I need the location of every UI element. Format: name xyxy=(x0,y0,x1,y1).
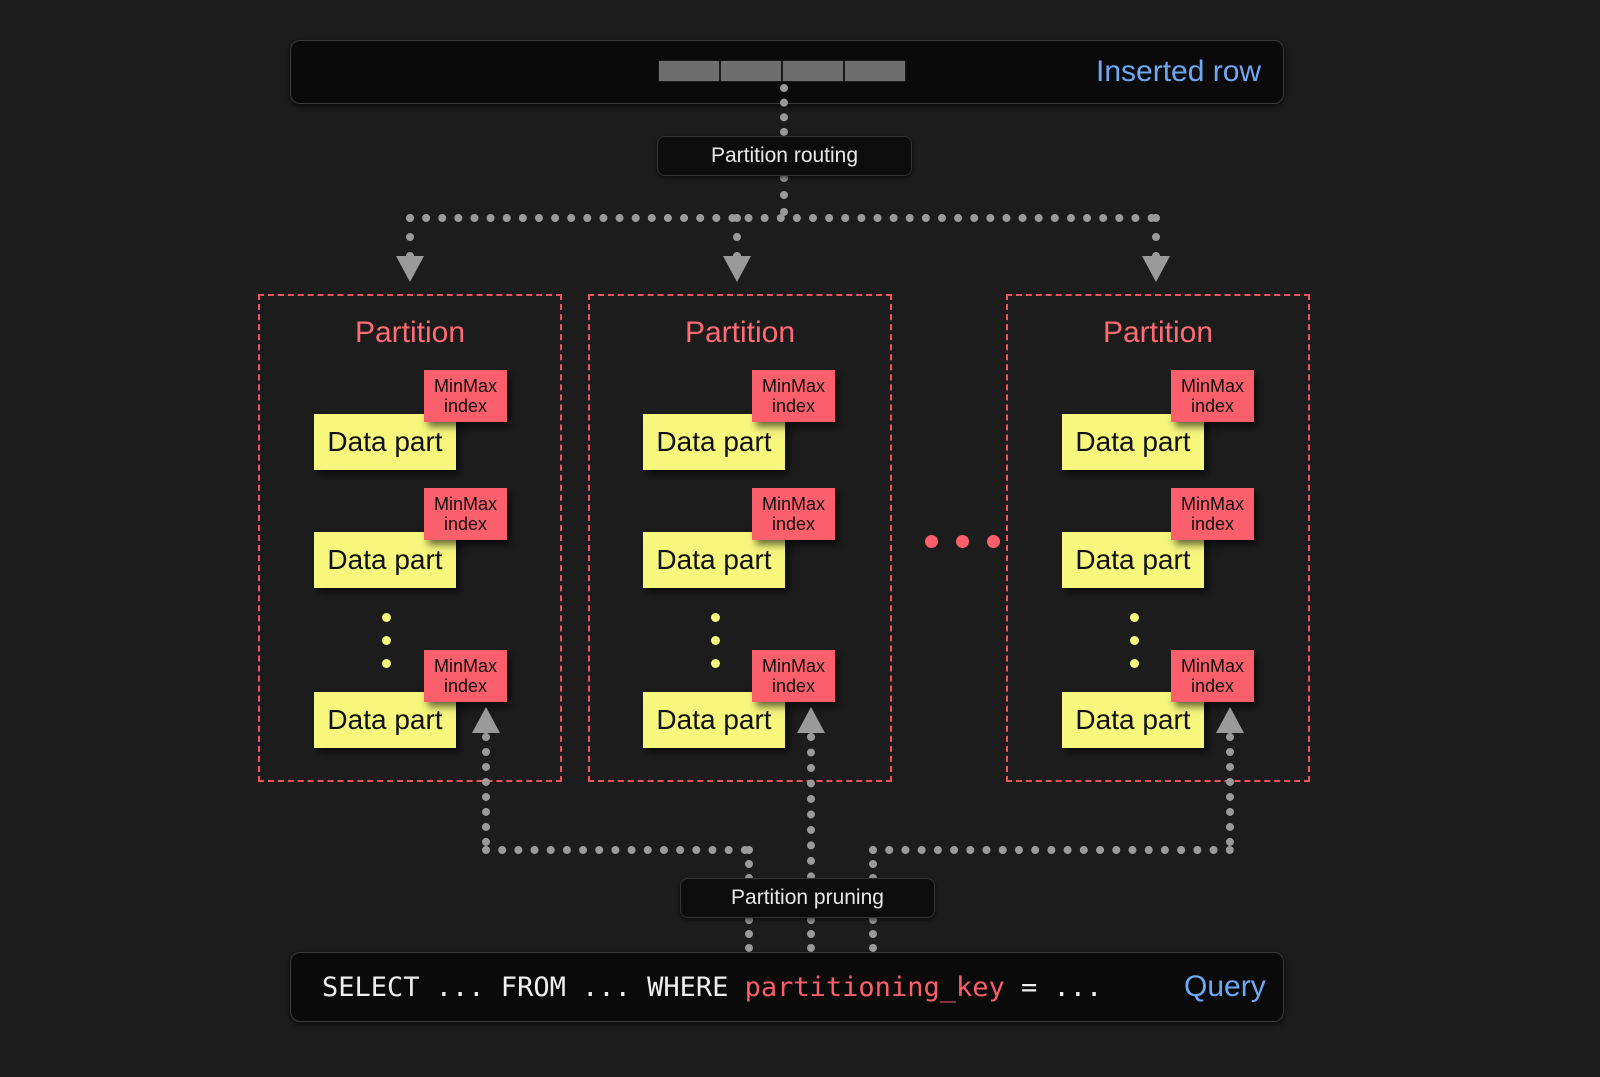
connector-bus-to-partition-2 xyxy=(733,214,741,260)
minmax-line-2: index xyxy=(1190,676,1234,696)
query-prefix: SELECT ... FROM ... WHERE xyxy=(322,972,745,1003)
partition-box-1[interactable]: Partition xyxy=(258,294,562,782)
ellipsis-dot xyxy=(925,535,938,548)
connector-prune-3-to-query xyxy=(869,916,877,952)
minmax-line-1: MinMax xyxy=(1180,375,1244,396)
inserted-row-cells xyxy=(658,60,906,82)
row-cell xyxy=(720,60,782,82)
query-label: Query xyxy=(1184,970,1266,1003)
data-part-3-2[interactable]: Data part xyxy=(1062,532,1204,588)
partition-title: Partition xyxy=(1102,316,1214,349)
minmax-line-1: MinMax xyxy=(433,493,497,514)
connector-prune-1-to-query xyxy=(745,916,753,952)
minmax-index-1-2: MinMax index xyxy=(424,488,507,540)
minmax-index-1-1: MinMax index xyxy=(424,370,507,422)
data-part-1-1[interactable]: Data part xyxy=(314,414,456,470)
query-sql-text: SELECT ... FROM ... WHERE partitioning_k… xyxy=(322,972,1102,1003)
minmax-line-2: index xyxy=(771,676,815,696)
minmax-line-1: MinMax xyxy=(761,375,825,396)
arrow-prune-to-partition-1 xyxy=(472,707,500,733)
data-part-3-1[interactable]: Data part xyxy=(1062,414,1204,470)
connector-prune-3-drop xyxy=(869,846,877,896)
partition-title: Partition xyxy=(684,316,796,349)
minmax-index-2-3: MinMax index xyxy=(752,650,835,702)
partition-title: Partition xyxy=(354,316,466,349)
connector-prune-1-horizontal xyxy=(482,846,749,854)
arrow-into-partition-1 xyxy=(396,256,424,282)
minmax-index-2-1: MinMax index xyxy=(752,370,835,422)
minmax-index-2-2: MinMax index xyxy=(752,488,835,540)
connector-prune-3-vertical xyxy=(1226,733,1234,846)
ellipsis-dot xyxy=(956,535,969,548)
row-cell xyxy=(782,60,844,82)
data-part-ellipsis-1 xyxy=(382,613,391,682)
connector-bus-to-partition-3 xyxy=(1152,214,1160,260)
connector-prune-3-horizontal xyxy=(869,846,1234,854)
minmax-line-1: MinMax xyxy=(433,655,497,676)
row-cell xyxy=(658,60,720,82)
minmax-line-2: index xyxy=(771,514,815,534)
ellipsis-dot xyxy=(1130,636,1139,645)
minmax-line-1: MinMax xyxy=(433,375,497,396)
minmax-line-2: index xyxy=(443,514,487,534)
ellipsis-dot xyxy=(382,659,391,668)
arrow-prune-to-partition-2 xyxy=(797,707,825,733)
minmax-line-1: MinMax xyxy=(1180,655,1244,676)
minmax-line-1: MinMax xyxy=(1180,493,1244,514)
connector-prune-1-drop xyxy=(745,846,753,896)
connector-bus-to-partition-1 xyxy=(406,214,414,260)
partition-pruning-box[interactable]: Partition pruning xyxy=(680,878,935,918)
ellipsis-dot xyxy=(711,659,720,668)
data-part-3-3[interactable]: Data part xyxy=(1062,692,1204,748)
inserted-row-label: Inserted row xyxy=(1096,55,1262,88)
row-cell xyxy=(844,60,906,82)
query-partitioning-key: partitioning_key xyxy=(744,972,1005,1003)
minmax-line-2: index xyxy=(771,396,815,416)
connector-prune-2-to-query xyxy=(807,916,815,952)
minmax-line-2: index xyxy=(1190,396,1234,416)
data-part-ellipsis-3 xyxy=(1130,613,1139,682)
ellipsis-dot xyxy=(987,535,1000,548)
minmax-line-2: index xyxy=(443,396,487,416)
arrow-into-partition-3 xyxy=(1142,256,1170,282)
data-part-2-1[interactable]: Data part xyxy=(643,414,785,470)
arrow-prune-to-partition-3 xyxy=(1216,707,1244,733)
ellipsis-dot xyxy=(1130,659,1139,668)
query-bar xyxy=(290,952,1284,1022)
connector-prune-2-vertical xyxy=(807,733,815,896)
partition-routing-box[interactable]: Partition routing xyxy=(657,136,912,176)
minmax-index-3-1: MinMax index xyxy=(1171,370,1254,422)
minmax-line-1: MinMax xyxy=(761,493,825,514)
minmax-line-2: index xyxy=(1190,514,1234,534)
minmax-index-3-2: MinMax index xyxy=(1171,488,1254,540)
minmax-index-1-3: MinMax index xyxy=(424,650,507,702)
connector-prune-1-vertical xyxy=(482,733,490,846)
minmax-line-1: MinMax xyxy=(761,655,825,676)
query-suffix: = ... xyxy=(1004,972,1103,1003)
ellipsis-dot xyxy=(711,636,720,645)
data-part-2-2[interactable]: Data part xyxy=(643,532,785,588)
minmax-index-3-3: MinMax index xyxy=(1171,650,1254,702)
partition-box-2[interactable]: Partition xyxy=(588,294,892,782)
connector-routing-to-bus xyxy=(780,174,788,216)
ellipsis-dot xyxy=(382,613,391,622)
connector-row-to-routing xyxy=(780,84,788,136)
partitions-ellipsis xyxy=(925,535,1000,548)
ellipsis-dot xyxy=(1130,613,1139,622)
data-part-1-3[interactable]: Data part xyxy=(314,692,456,748)
ellipsis-dot xyxy=(382,636,391,645)
data-part-ellipsis-2 xyxy=(711,613,720,682)
ellipsis-dot xyxy=(711,613,720,622)
minmax-line-2: index xyxy=(443,676,487,696)
routing-bus xyxy=(406,214,1156,222)
data-part-1-2[interactable]: Data part xyxy=(314,532,456,588)
arrow-into-partition-2 xyxy=(723,256,751,282)
partition-box-3[interactable]: Partition xyxy=(1006,294,1310,782)
